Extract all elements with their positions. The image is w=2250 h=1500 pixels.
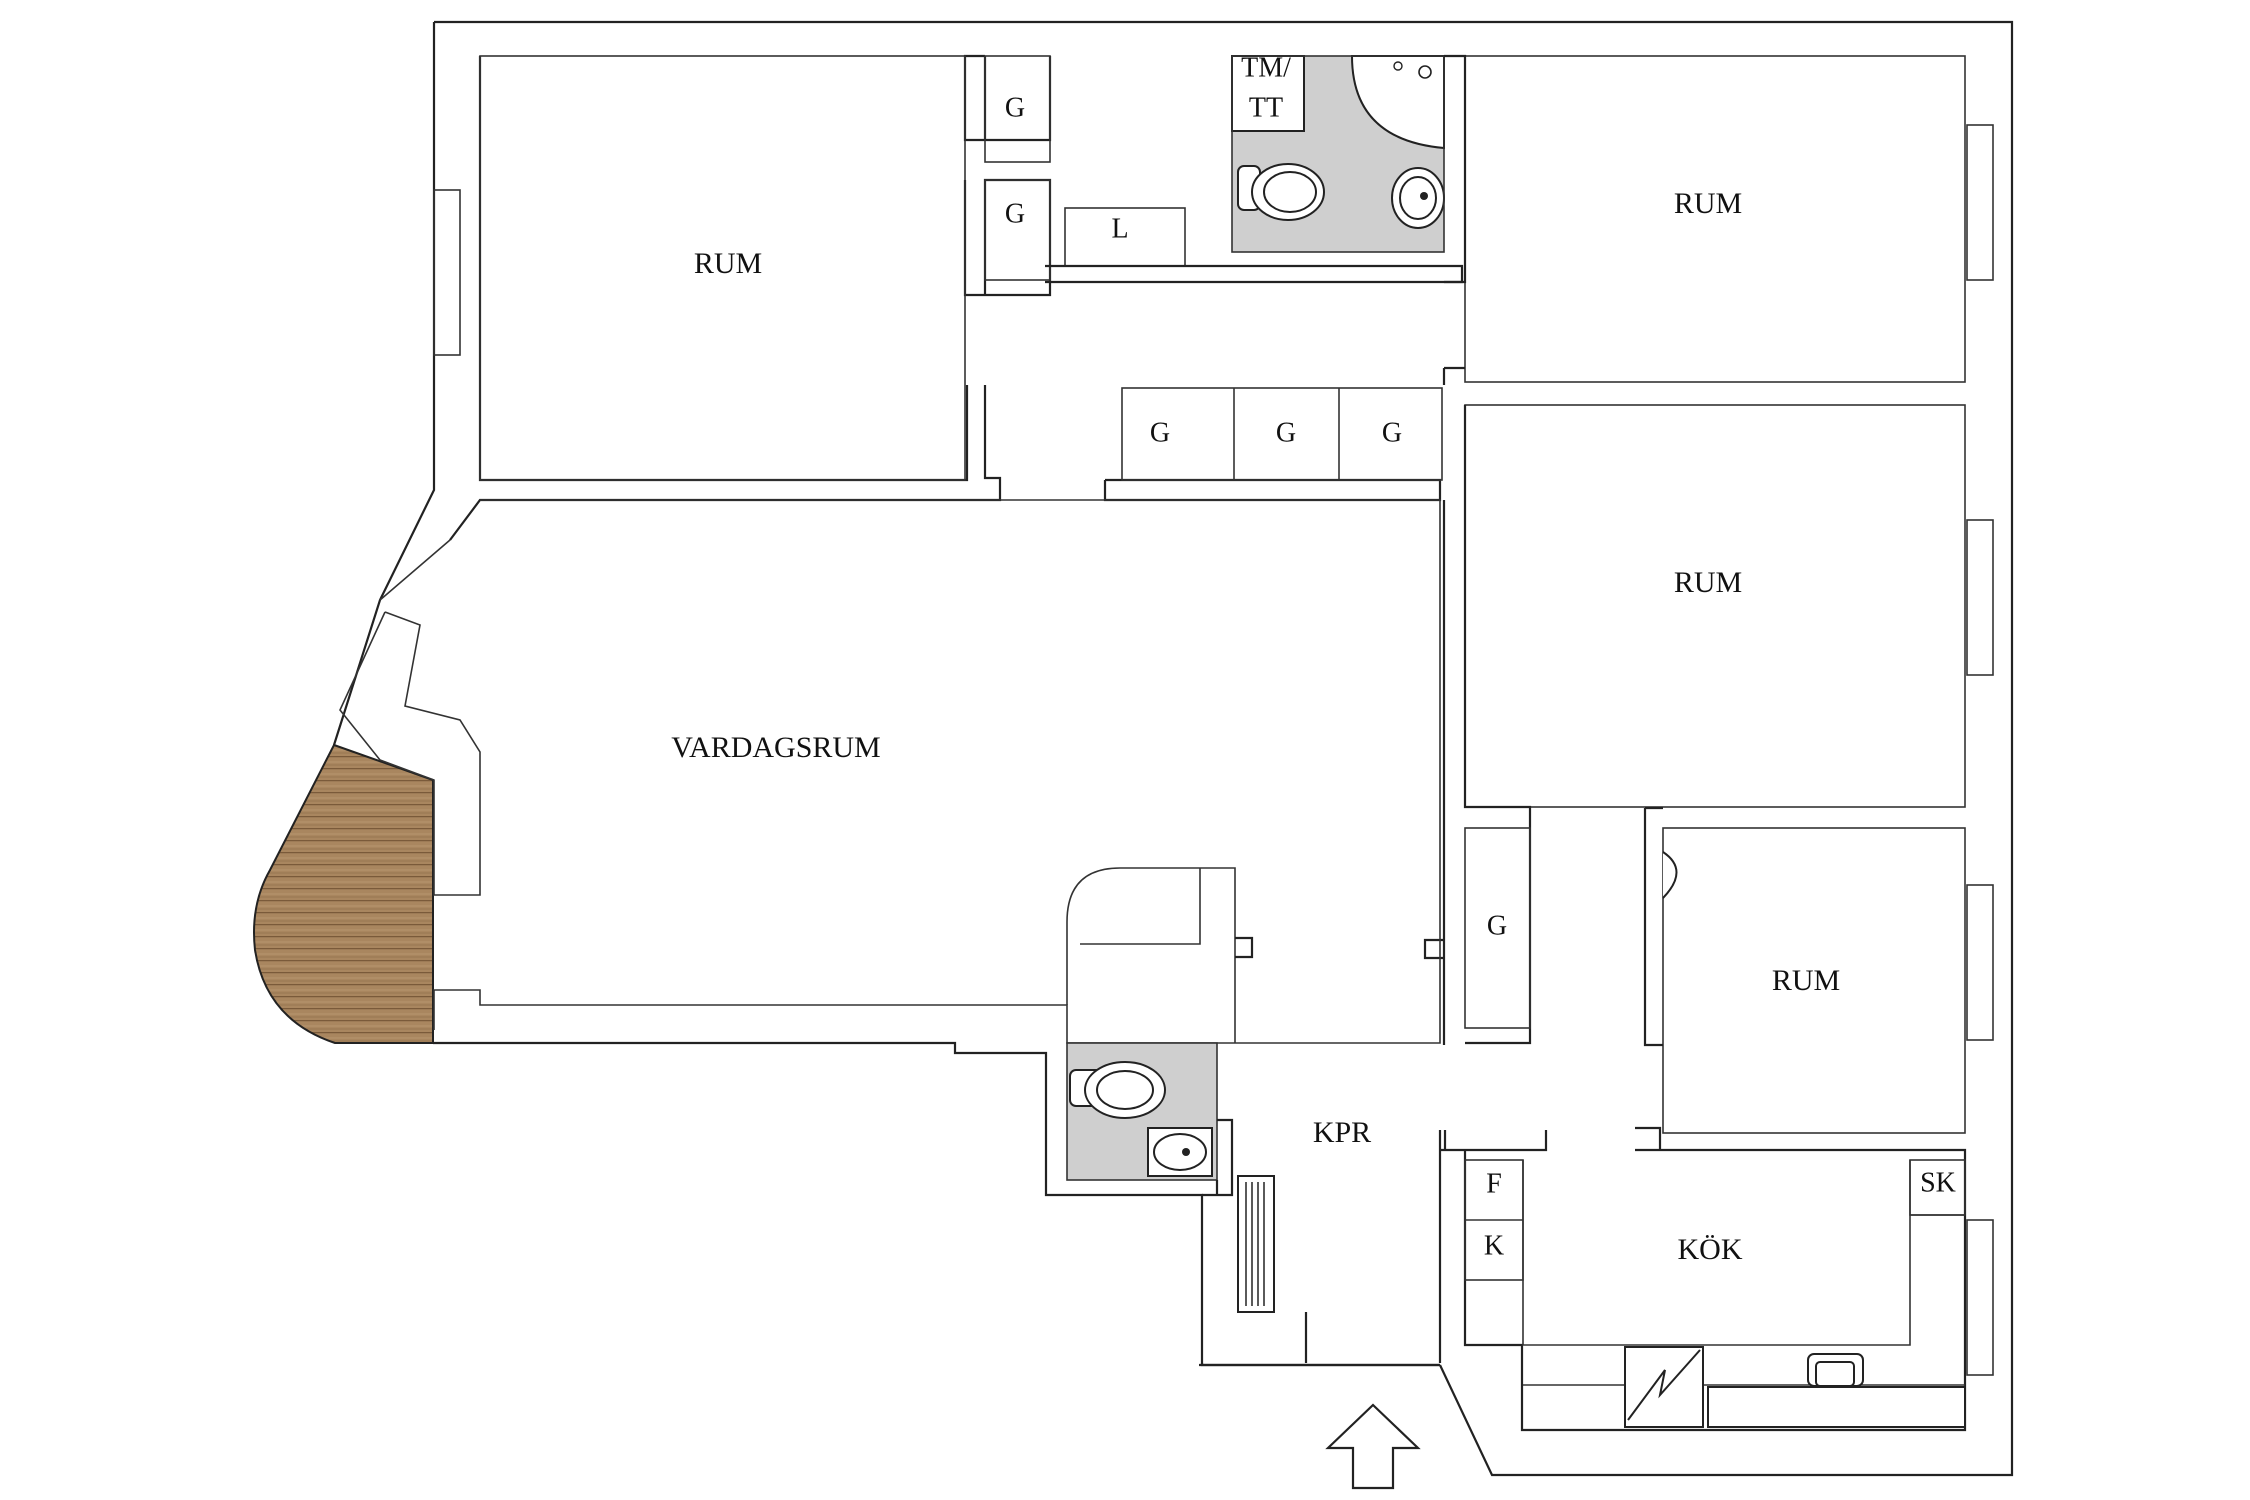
fridge-label: K (1484, 1230, 1504, 1261)
wc-toilet-icon (1069, 1061, 1166, 1119)
closet-row-outline (1121, 387, 1443, 481)
window-left-top (433, 189, 461, 356)
window-mid-right (1966, 519, 1994, 676)
closet-label-g6: G (1487, 910, 1507, 941)
linen-label: L (1111, 213, 1128, 244)
closet-g2-outline (984, 179, 1051, 281)
wc-outline (1066, 1042, 1218, 1181)
room-bottom-right-outline (1662, 827, 1966, 1134)
closet-label-g4: G (1276, 417, 1296, 448)
bay-window (339, 611, 481, 896)
corridor-top-wall (1045, 264, 1464, 284)
room-top-left-outline (479, 55, 966, 481)
closet-label-g1: G (1005, 92, 1025, 123)
room-label-rum-top-right: RUM (1674, 187, 1742, 220)
entrance-arrow-icon (1325, 1403, 1421, 1490)
balcony-deck (253, 743, 434, 1044)
stove-icon (1624, 1346, 1704, 1428)
room-label-kpr: KPR (1313, 1116, 1371, 1149)
stair-curve (1066, 867, 1236, 1043)
room-mid-right-outline (1464, 404, 1966, 808)
living-room-outline (379, 499, 1441, 1044)
kitchen-sink-icon (1807, 1353, 1864, 1387)
countertop-black-edge (1707, 1386, 1966, 1428)
radiator-icon (1237, 1175, 1275, 1313)
room-label-vardagsrum: VARDAGSRUM (671, 731, 881, 764)
room-label-rum-bottom-right: RUM (1772, 964, 1840, 997)
room-label-rum-mid-right: RUM (1674, 566, 1742, 599)
room-label-kok: KÖK (1678, 1233, 1743, 1266)
window-kitchen (1966, 1219, 1994, 1376)
mid-divider-wall (1442, 405, 1532, 1045)
door-arc (1662, 851, 1678, 899)
tm-tt-label-line2: TT (1249, 92, 1283, 123)
closet-g6-outline (1464, 827, 1531, 1029)
hallway-wall (1202, 1118, 1442, 1363)
broom-closet-label: SK (1920, 1167, 1956, 1198)
wc-basin-icon (1147, 1127, 1213, 1177)
freezer-label: F (1486, 1168, 1502, 1199)
kitchen-wall (1440, 1126, 1967, 1432)
room-label-rum-top-left: RUM (694, 247, 762, 280)
closet-label-g2: G (1005, 198, 1025, 229)
toilet-icon (1237, 163, 1325, 221)
tm-tt-label-line1: TM/ (1241, 52, 1291, 83)
top-right-wall (1442, 54, 1467, 385)
bottom-right-wall (1643, 806, 1663, 1047)
bathroom-outline (1231, 55, 1445, 253)
window-bottom-right (1966, 884, 1994, 1041)
closet-label-g5: G (1382, 417, 1402, 448)
washbasin-icon (1391, 167, 1445, 229)
window-top-right (1966, 124, 1994, 281)
closet-label-g3: G (1150, 417, 1170, 448)
tm-tt-box (1231, 55, 1305, 132)
closet-g1-outline (984, 55, 1051, 163)
